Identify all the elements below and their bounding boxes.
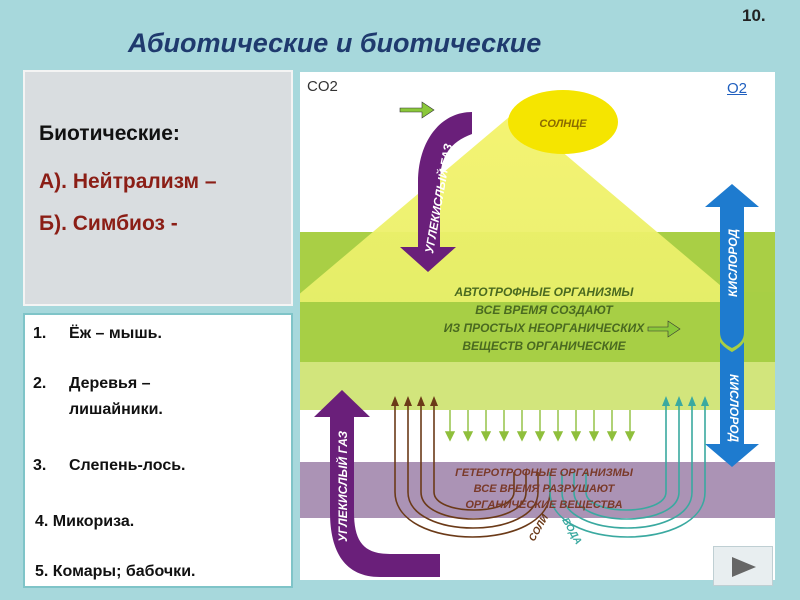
o2-top-label: КИСЛОРОД [726,229,740,297]
slide-title: Абиотические и биотические [128,28,542,58]
cycle-diagram-svg: СОЛНЦЕ УГЛЕКИСЛЫЙ ГАЗ КИСЛОРОД КИСЛОРОД … [300,90,775,577]
nutrient-down-arrows [444,410,636,442]
heterotroph-line-3: ОРГАНИЧЕСКИЕ ВЕЩЕСТВА [465,499,622,511]
biotic-heading: Биотические: [39,122,180,145]
o2-down-arrow [705,342,759,467]
example-item-5: 5. Комары; бабочки. [35,563,196,580]
examples-panel: 1. Ёж – мышь. 2. Деревья – лишайники. 3.… [23,313,293,588]
o2-bottom-label: КИСЛОРОД [727,374,741,442]
water-loop-heads [662,396,709,406]
sun-icon [508,90,618,154]
biotic-panel: Биотические: А). Нейтрализм – Б). Симбио… [23,70,293,306]
heterotroph-line-2: ВСЕ ВРЕМЯ РАЗРУШАЮТ [474,483,616,495]
light-green-band [300,362,775,410]
symbiosis-item: Б). Симбиоз - [39,212,178,235]
o2-link[interactable]: O2 [727,80,748,97]
autotroph-line-4: ВЕЩЕСТВ ОРГАНИЧЕСКИЕ [462,339,626,353]
autotroph-line-1: АВТОТРОФНЫЕ ОРГАНИЗМЫ [454,285,635,299]
sun-label: СОЛНЦЕ [539,118,587,130]
autotroph-line-3: ИЗ ПРОСТЫХ НЕОРГАНИЧЕСКИХ [444,321,645,335]
small-arrow-mid [647,320,681,338]
water-loops [549,402,706,538]
autotroph-line-2: ВСЕ ВРЕМЯ СОЗДАЮТ [475,303,614,317]
green-band-mid [300,292,775,362]
co2-up-arrow [314,390,440,577]
neutralism-item: А). Нейтрализм – [39,170,217,193]
o2-up-arrow [705,184,759,348]
co2-down-arrow [400,112,472,272]
example-item-4: 4. Микориза. [35,513,135,530]
cycle-diagram: СОЛНЦЕ УГЛЕКИСЛЫЙ ГАЗ КИСЛОРОД КИСЛОРОД … [300,72,775,580]
heterotroph-line-1: ГЕТЕРОТРОФНЫЕ ОРГАНИЗМЫ [455,467,634,479]
salt-loop-heads [391,396,438,406]
slide-number: 10. [742,6,766,25]
water-label: ВОДА [559,516,583,547]
co2-bottom-label: УГЛЕКИСЛЫЙ ГАЗ [334,431,350,542]
small-arrow-top [399,101,435,119]
co2-label: CO2 [307,78,338,95]
play-arrow-icon [732,557,756,577]
salt-loops [394,402,551,538]
next-slide-button[interactable] [713,546,773,586]
